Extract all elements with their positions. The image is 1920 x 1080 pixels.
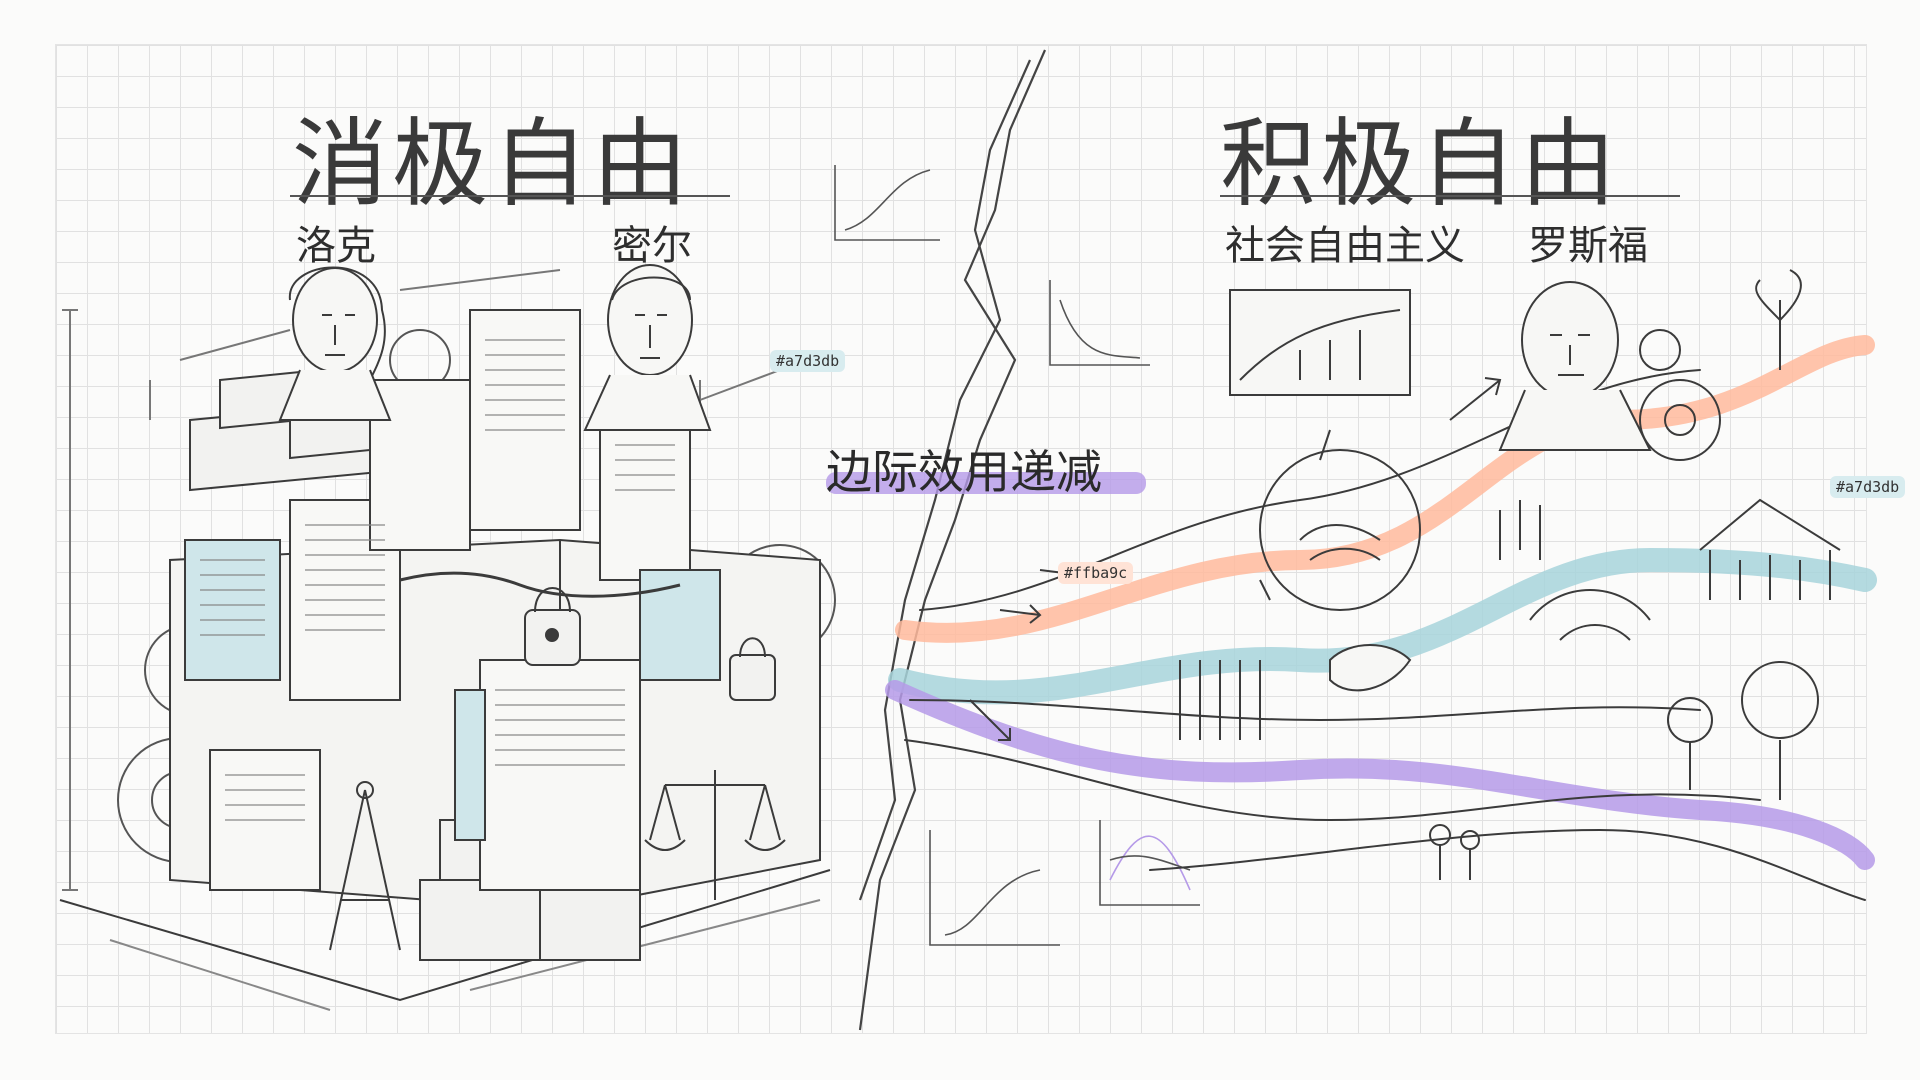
right-title-underline: [1220, 195, 1680, 197]
positive-liberty-title: 积极自由: [1220, 108, 1620, 220]
mini-charts: [834, 165, 1200, 946]
thinker-locke: 洛克: [296, 223, 376, 269]
locke-portrait: [278, 266, 392, 421]
flowing-ribbons: [885, 335, 1877, 901]
progress-illustration: [1179, 269, 1841, 880]
thinker-mill: 密尔: [612, 223, 692, 269]
color-tag-center: #ffba9c: [1058, 562, 1134, 584]
diminishing-marginal-utility-label: 边际效用递减: [826, 445, 1102, 499]
mill-portrait: [583, 264, 712, 431]
center-label-highlight: [826, 472, 1146, 494]
color-tag-left: #a7d3db: [770, 350, 846, 372]
thinker-roosevelt: 罗斯福: [1528, 223, 1648, 269]
left-title-underline: [290, 195, 730, 197]
thinker-social-liberalism: 社会自由主义: [1225, 223, 1465, 269]
color-tag-right: #a7d3db: [1830, 476, 1906, 498]
documents-fortress-illustration: [59, 269, 836, 1011]
negative-liberty-title: 消极自由: [292, 108, 692, 220]
